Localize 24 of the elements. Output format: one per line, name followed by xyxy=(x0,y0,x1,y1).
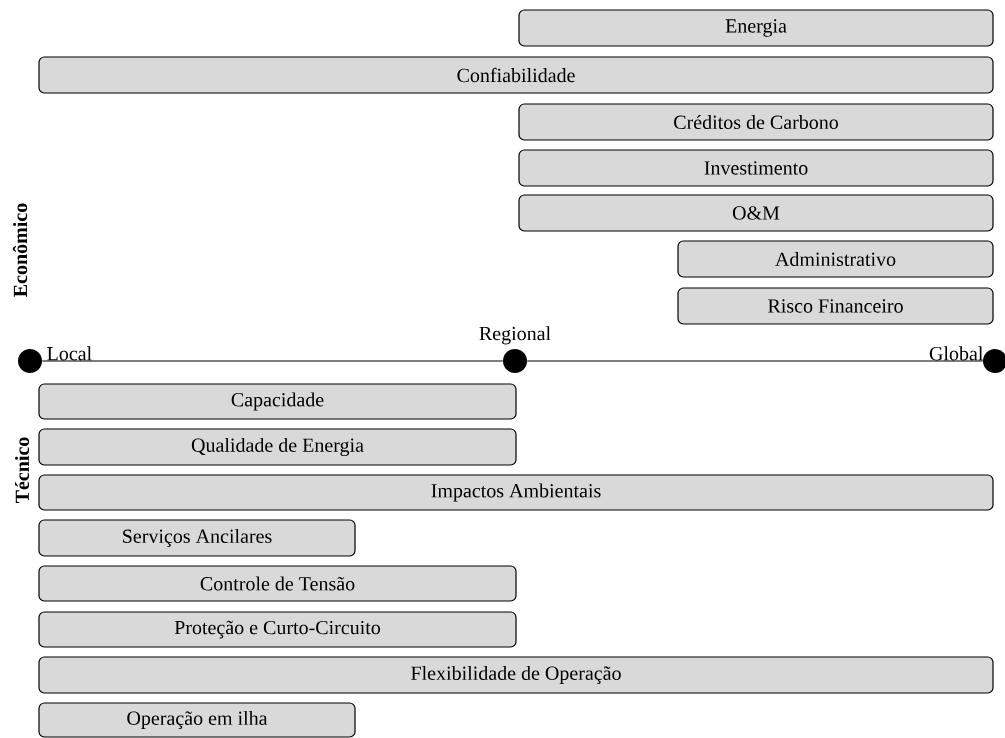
bar: Proteção e Curto-Circuito xyxy=(38,611,517,648)
dot xyxy=(503,349,527,373)
bar: Flexibilidade de Operação xyxy=(38,656,994,694)
bar: Serviços Ancilares xyxy=(38,519,356,557)
axis-line xyxy=(526,360,984,362)
bar: Capacidade xyxy=(38,383,517,420)
axis-label: Global xyxy=(929,346,983,361)
axis-title: Econômico xyxy=(12,203,28,297)
bar: Qualidade de Energia xyxy=(38,428,517,466)
bar: Investimento xyxy=(518,149,994,187)
bar: Créditos de Carbono xyxy=(518,103,994,141)
bar: Energia xyxy=(518,9,994,47)
bar: Impactos Ambientais xyxy=(38,474,994,511)
axis-title: Técnico xyxy=(14,437,30,503)
bar: Operação em ilha xyxy=(38,702,356,738)
axis-label: Local xyxy=(47,346,92,361)
dot xyxy=(18,349,42,373)
bar: Controle de Tensão xyxy=(38,565,517,602)
axis-label: Regional xyxy=(479,326,551,345)
bar: Risco Financeiro xyxy=(677,287,994,325)
axis-line xyxy=(41,360,504,362)
bar: Administrativo xyxy=(677,240,994,278)
bar: Confiabilidade xyxy=(38,56,994,94)
bar: O&M xyxy=(518,194,994,232)
